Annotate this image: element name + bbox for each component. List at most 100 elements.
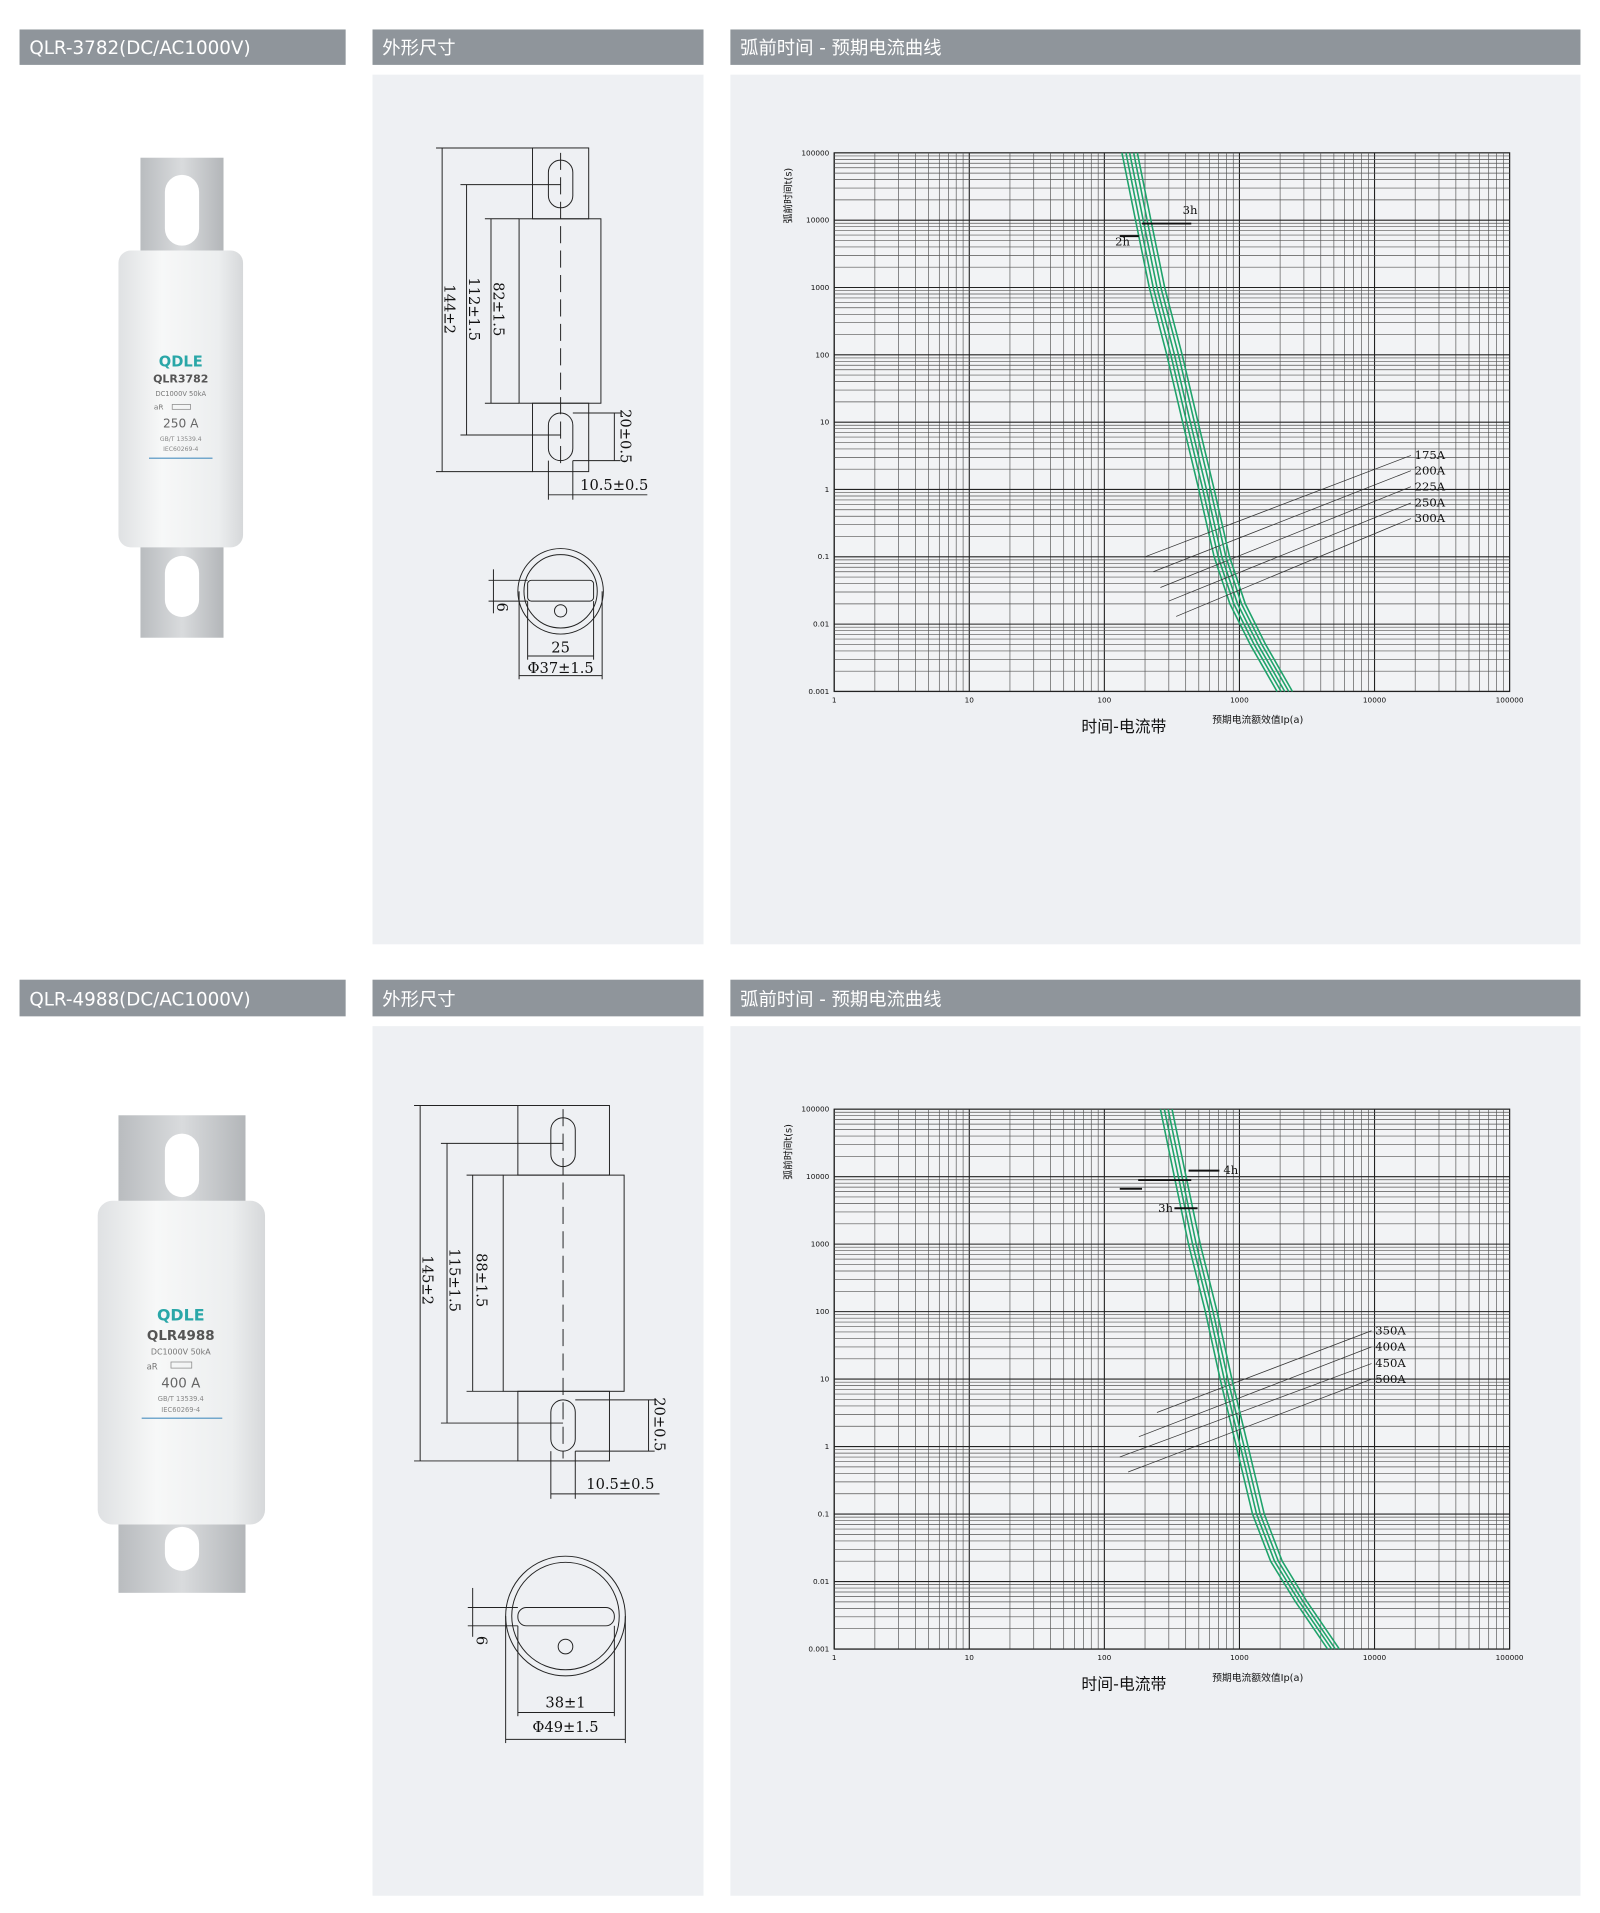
y-tick-label: 10000 [806, 1172, 830, 1181]
y-tick-label: 1000 [811, 1240, 830, 1249]
dim-slot: 20±0.5 [651, 1397, 668, 1451]
rating-leader-line [1153, 470, 1412, 573]
dimension-title: 外形尺寸 [382, 989, 455, 1010]
rating-label: 175A [1415, 448, 1446, 462]
rating-leader-line [1119, 1363, 1372, 1458]
x-tick-label: 10000 [1363, 695, 1387, 704]
x-tick-label: 1000 [1230, 1653, 1249, 1662]
y-tick-label: 100 [815, 350, 829, 359]
y-axis-label: 弧前时间t(s) [781, 168, 794, 224]
dim-tab-width: 10.5±0.5 [580, 477, 648, 494]
curve-300A [1136, 152, 1294, 692]
brand-logo: QDLE [157, 1305, 205, 1324]
x-tick-label: 1000 [1230, 695, 1249, 704]
curve-225A [1128, 152, 1286, 692]
time-marker-label: 2h [1115, 234, 1130, 248]
chart-title: 时间-电流带 [1081, 1674, 1166, 1693]
rating-label: 225A [1415, 479, 1446, 493]
label-current: 400 A [161, 1377, 201, 1392]
product-header-bar [19, 979, 346, 1017]
x-tick-label: 1 [832, 695, 837, 704]
dim-diameter: Φ49±1.5 [532, 1719, 598, 1736]
rating-leader-line [1160, 486, 1412, 588]
label-rating: DC1000V 50kA [155, 390, 206, 398]
rating-label: 250A [1415, 496, 1446, 510]
x-tick-label: 100000 [1496, 695, 1524, 704]
y-tick-label: 10 [820, 418, 830, 427]
curve-250A [1132, 152, 1290, 692]
label-type: aR [154, 402, 164, 411]
label-type: aR [147, 1362, 158, 1372]
dim-diameter: Φ37±1.5 [528, 660, 594, 677]
curve-header-bar [730, 29, 1581, 65]
fuse-photo: QDLE QLR4988 DC1000V 50kA aR 400 A GB/T … [97, 1115, 266, 1593]
label-model: QLR4988 [147, 1329, 215, 1344]
dimension-header-bar [372, 29, 704, 65]
y-tick-label: 1000 [811, 283, 830, 292]
y-tick-label: 100000 [801, 148, 829, 157]
dimension-header-bar [372, 979, 704, 1017]
fuse-photo: QDLE QLR3782 DC1000V 50kA aR 250 A GB/T … [118, 157, 244, 638]
x-tick-label: 100 [1097, 1653, 1111, 1662]
y-tick-label: 0.001 [808, 687, 829, 696]
rating-leader-line [1168, 502, 1412, 602]
rating-leader-line [1138, 1346, 1372, 1438]
time-marker-label: 3h [1183, 203, 1198, 217]
label-standard: IEC60269-4 [161, 1406, 200, 1414]
rating-label: 450A [1375, 1356, 1406, 1370]
row1-headers: QLR-3782(DC/AC1000V) 外形尺寸 弧前时间 - 预期电流曲线 [19, 29, 1581, 65]
dim-slot-width: 6 [493, 603, 510, 612]
dim-overall-length: 145±2 [419, 1255, 436, 1305]
rating-leader-line [1128, 1378, 1372, 1473]
x-tick-label: 10 [965, 1653, 975, 1662]
time-marker-label: 3h [1158, 1201, 1173, 1215]
curve-title: 弧前时间 - 预期电流曲线 [740, 38, 941, 59]
dimension-panel [372, 74, 704, 945]
x-tick-label: 100 [1097, 695, 1111, 704]
dim-slot-length: 38±1 [545, 1695, 585, 1712]
x-axis-label: 预期电流额效值Ip(a) [1212, 1671, 1303, 1684]
curve-400A [1163, 1109, 1333, 1650]
y-tick-label: 10000 [806, 216, 830, 225]
dim-body-length: 82±1.5 [489, 282, 506, 336]
rating-label: 350A [1375, 1323, 1406, 1337]
dim-slot-length: 25 [551, 639, 570, 656]
dimension-drawing: 144±2 112±1.5 82±1.5 20±0.5 10.5±0.5 6 2… [436, 147, 648, 680]
row2-headers: QLR-4988(DC/AC1000V) 外形尺寸 弧前时间 - 预期电流曲线 [19, 979, 1581, 1017]
dim-slot-pitch: 115±1.5 [445, 1248, 462, 1312]
x-tick-label: 100000 [1496, 1653, 1524, 1662]
dimension-title: 外形尺寸 [382, 38, 455, 59]
y-tick-label: 100 [815, 1307, 829, 1316]
curve-header-bar [730, 979, 1581, 1017]
rating-label: 300A [1415, 511, 1446, 525]
label-standard: GB/T 13539.4 [160, 436, 202, 443]
dimension-drawing: 145±2 115±1.5 88±1.5 20±0.5 10.5±0.5 6 3… [414, 1105, 668, 1744]
x-tick-label: 10000 [1363, 1653, 1387, 1662]
dim-body-length: 88±1.5 [472, 1253, 489, 1307]
dim-slot-pitch: 112±1.5 [465, 277, 482, 341]
product-header-bar [19, 29, 346, 65]
y-tick-label: 100000 [801, 1105, 829, 1114]
rating-label: 200A [1415, 463, 1446, 477]
y-tick-label: 0.01 [813, 620, 829, 629]
rating-leader-line [1176, 518, 1412, 617]
dim-tab-width: 10.5±0.5 [586, 1476, 654, 1493]
y-tick-label: 1 [825, 1442, 830, 1451]
x-axis-label: 预期电流额效值Ip(a) [1212, 713, 1303, 726]
y-axis-label: 弧前时间t(s) [781, 1124, 794, 1180]
dim-slot: 20±0.5 [616, 409, 633, 463]
rating-leader-line [1156, 1330, 1372, 1413]
chart-title: 时间-电流带 [1081, 717, 1166, 736]
y-tick-label: 0.01 [813, 1577, 829, 1586]
label-current: 250 A [163, 417, 199, 431]
time-current-chart: 1 10 100 1000 10000 100000 100000 10000 1000 100 1… [781, 148, 1523, 735]
x-tick-label: 10 [965, 695, 975, 704]
curve-450A [1167, 1109, 1336, 1650]
rating-label: 400A [1375, 1340, 1406, 1354]
product-title: QLR-3782(DC/AC1000V) [29, 38, 250, 59]
label-standard: IEC60269-4 [163, 446, 198, 453]
rating-label: 500A [1375, 1372, 1406, 1386]
dim-slot-width: 6 [472, 1636, 489, 1645]
